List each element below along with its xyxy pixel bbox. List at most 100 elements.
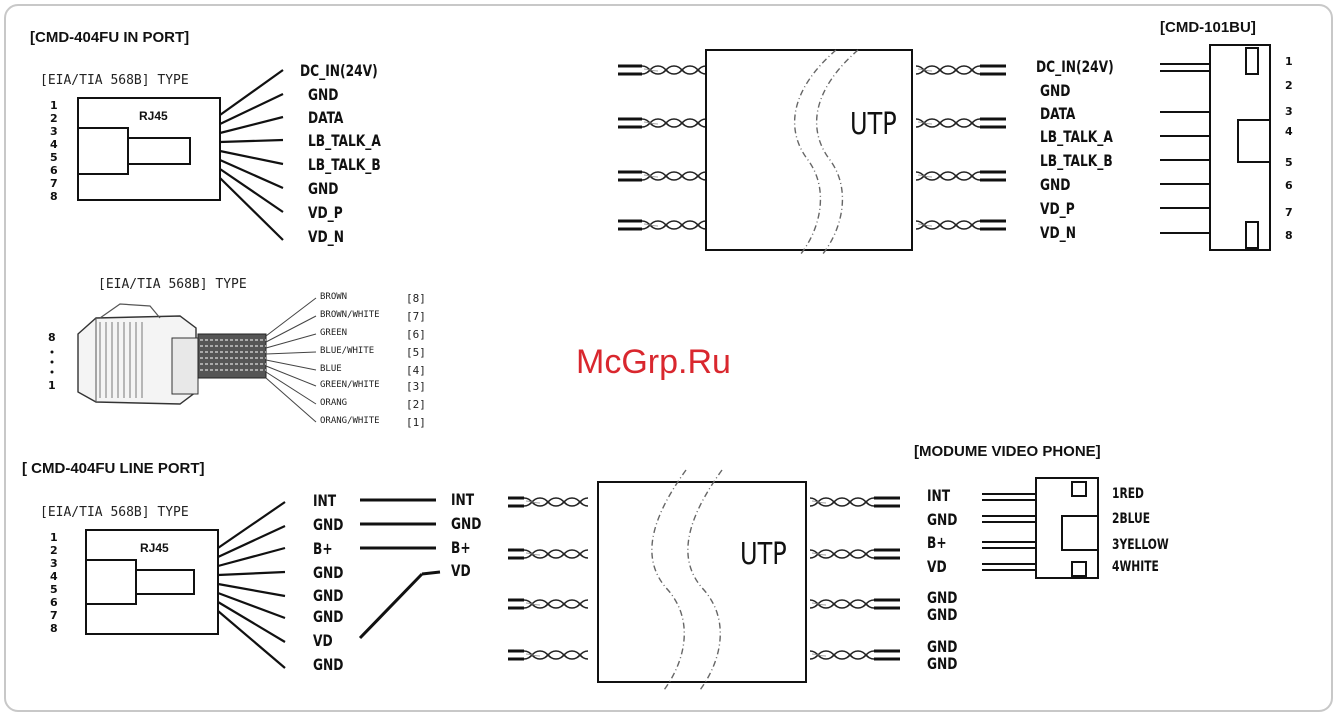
cmd101-pin-number: 6	[1285, 179, 1293, 192]
video-phone-latch-top	[1071, 481, 1087, 497]
in-port-pin-number: 4	[50, 138, 58, 151]
in-port-pin-label: VD_N	[308, 227, 344, 246]
in-port-pin-number: 2	[50, 112, 58, 125]
in-port-pin-label: DC_IN(24V)	[300, 61, 378, 80]
plug-color-label: BROWN/WHITE	[320, 310, 380, 320]
line-port-pin-number: 8	[50, 622, 58, 635]
in-port-pin-number: 5	[50, 151, 58, 164]
gnd-label: GND	[927, 654, 958, 673]
top-utp-break-left	[794, 49, 837, 256]
line-port-mapped-label: B+	[451, 538, 471, 557]
line-port-title: [ CMD-404FU LINE PORT]	[22, 460, 205, 477]
line-port-pin-label: GND	[313, 563, 344, 582]
line-port-mapped-label: VD	[451, 561, 471, 580]
line-port-pin-number: 7	[50, 609, 58, 622]
bottom-utp-break-left	[651, 469, 687, 691]
line-port-pin-label: B+	[313, 539, 333, 558]
cmd101-latch-mid	[1237, 119, 1271, 163]
plug-position-label: [8]	[406, 292, 426, 305]
in-port-pin-label: GND	[308, 179, 339, 198]
plug-position-label: [4]	[406, 364, 426, 377]
video-phone-pin-label: B+	[927, 533, 947, 552]
top-utp-label: UTP	[850, 107, 897, 142]
video-phone-pin-leads	[982, 493, 1036, 571]
bottom-utp-left-pairs	[508, 496, 589, 661]
plug-position-label: [7]	[406, 310, 426, 323]
plug-color-label: ORANG	[320, 398, 348, 408]
line-port-pin-number: 2	[50, 544, 58, 557]
in-port-jack-slot	[77, 127, 129, 175]
line-port-type-label: [EIA/TIA 568B] TYPE	[40, 505, 189, 520]
bottom-utp-break-right	[687, 469, 723, 691]
cmd101-pin-number: 2	[1285, 79, 1293, 92]
in-port-jack-tab	[127, 137, 191, 165]
bottom-utp-cable-body	[597, 481, 807, 683]
plug-color-label: GREEN/WHITE	[320, 380, 380, 390]
in-port-pin-label: LB_TALK_A	[308, 131, 381, 150]
cmd101-pin-label: GND	[1040, 81, 1071, 100]
video-phone-color-label: 3YELLOW	[1112, 537, 1169, 553]
video-phone-color-label: 1RED	[1112, 486, 1144, 502]
cmd101-connector	[1209, 44, 1271, 251]
line-port-jack-slot	[85, 559, 137, 605]
video-phone-color-label: 4WHITE	[1112, 559, 1159, 575]
in-port-pin-label: VD_P	[308, 203, 343, 222]
line-port-fanout-wires	[217, 501, 286, 669]
video-phone-connector	[1035, 477, 1099, 579]
in-port-jack-label: RJ45	[139, 109, 168, 123]
watermark: McGrp.Ru	[576, 343, 731, 381]
plug-color-label: BLUE/WHITE	[320, 346, 375, 356]
plug-side-label-top: 8	[48, 331, 56, 344]
line-port-pin-label: GND	[313, 655, 344, 674]
line-port-mapping-lines	[358, 498, 441, 640]
line-port-pin-label: INT	[313, 491, 337, 510]
line-port-mapped-label: GND	[451, 514, 482, 533]
line-port-mapped-label: INT	[451, 490, 475, 509]
in-port-type-label: [EIA/TIA 568B] TYPE	[40, 73, 189, 88]
top-utp-cable-body	[705, 49, 913, 251]
rj45-plug-drawing	[77, 303, 267, 405]
cmd101-pin-label: DATA	[1040, 104, 1076, 123]
cmd101-latch-top	[1245, 47, 1259, 75]
line-port-pin-number: 6	[50, 596, 58, 609]
cmd101-pin-number: 7	[1285, 206, 1293, 219]
line-port-jack-label: RJ45	[140, 541, 169, 555]
cmd101-pin-number: 1	[1285, 55, 1293, 68]
line-port-pin-number: 1	[50, 531, 58, 544]
in-port-pin-label: GND	[308, 85, 339, 104]
gnd-label: GND	[927, 637, 958, 656]
plug-position-label: [2]	[406, 398, 426, 411]
cmd101-latch-bottom	[1245, 221, 1259, 249]
cmd101-title: [CMD-101BU]	[1160, 19, 1256, 36]
video-phone-latch-mid	[1061, 515, 1099, 551]
plug-position-label: [3]	[406, 380, 426, 393]
plug-position-label: [5]	[406, 346, 426, 359]
line-port-pin-number: 4	[50, 570, 58, 583]
in-port-fanout-wires	[219, 69, 284, 241]
plug-color-label: BLUE	[320, 364, 342, 374]
in-port-pin-label: LB_TALK_B	[308, 155, 381, 174]
plug-leader-lines	[265, 297, 317, 423]
line-port-pin-label: GND	[313, 607, 344, 626]
in-port-pin-number: 1	[50, 99, 58, 112]
in-port-pin-number: 7	[50, 177, 58, 190]
cmd101-pin-label: GND	[1040, 175, 1071, 194]
in-port-pin-number: 6	[50, 164, 58, 177]
cmd101-pin-label: VD_N	[1040, 223, 1076, 242]
top-utp-right-pairs	[915, 64, 1006, 231]
video-phone-title: [MODUME VIDEO PHONE]	[914, 443, 1101, 460]
video-phone-color-label: 2BLUE	[1112, 511, 1151, 527]
plug-position-label: [6]	[406, 328, 426, 341]
gnd-label: GND	[927, 588, 958, 607]
cmd101-pin-label: LB_TALK_B	[1040, 151, 1113, 170]
plug-position-label: [1]	[406, 416, 426, 429]
in-port-pin-number: 3	[50, 125, 58, 138]
plug-color-label: ORANG/WHITE	[320, 416, 380, 426]
plug-color-label: BROWN	[320, 292, 348, 302]
in-port-title: [CMD-404FU IN PORT]	[30, 29, 190, 46]
line-port-pin-number: 5	[50, 583, 58, 596]
video-phone-pin-label: GND	[927, 510, 958, 529]
line-port-pin-label: GND	[313, 586, 344, 605]
line-port-pin-number: 3	[50, 557, 58, 570]
